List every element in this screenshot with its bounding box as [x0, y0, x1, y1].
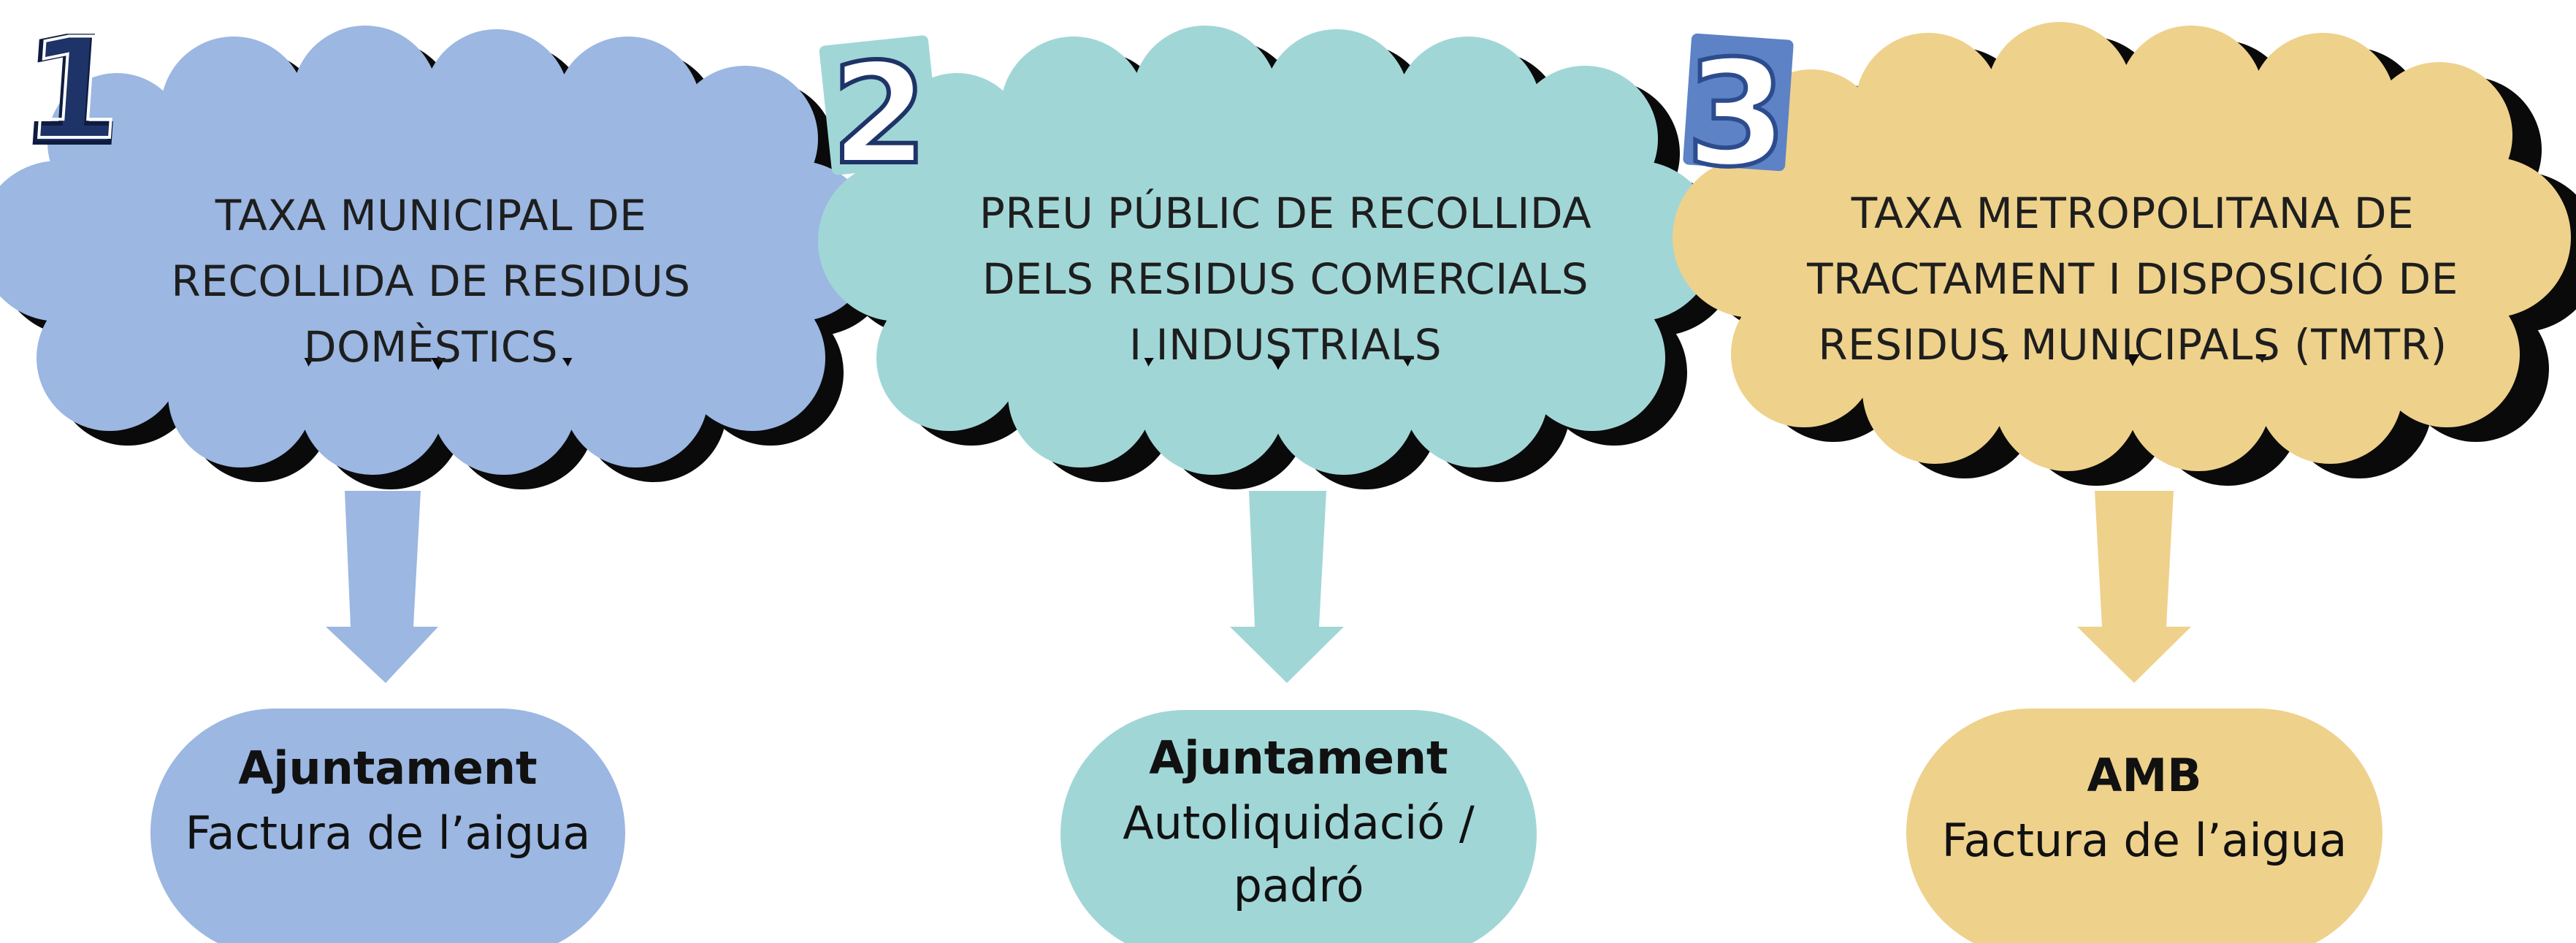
cloud-3-line: RESIDUS MUNICIPALS (TMTR) — [1818, 320, 2447, 370]
cloud-1-line: TAXA MUNICIPAL DE — [215, 191, 647, 240]
cloud-1-line: RECOLLIDA DE RESIDUS — [171, 256, 691, 306]
cloud-2-text: PREU PÚBLIC DE RECOLLIDA DELS RESIDUS CO… — [935, 180, 1636, 378]
pill-2-line: padró — [1233, 859, 1364, 912]
pill-2 — [1060, 710, 1537, 943]
cloud-3-line: TRACTAMENT I DISPOSICIÓ DE — [1807, 254, 2458, 304]
cloud-1-line: DOMÈSTICS — [303, 322, 559, 372]
cloud-2-line: I INDUSTRIALS — [1128, 320, 1442, 370]
pill-2-text: Ajuntament Autoliquidació / padró — [1060, 725, 1537, 917]
pill-1-title: Ajuntament — [238, 741, 538, 795]
cloud-1-text: TAXA MUNICIPAL DE RECOLLIDA DE RESIDUS D… — [110, 183, 752, 380]
pill-3 — [1906, 709, 2382, 943]
step-number-2-icon: 2 — [819, 31, 941, 197]
step-number-3-icon: 3 — [1683, 27, 1794, 202]
pill-2-line: Autoliquidació / — [1123, 796, 1475, 850]
step-number-1-icon: 1 1 — [13, 5, 131, 180]
cloud-3-text: TAXA METROPOLITANA DE TRACTAMENT I DISPO… — [1753, 180, 2512, 378]
pill-1 — [150, 709, 625, 943]
pill-1-line: Factura de l’aigua — [185, 806, 591, 860]
cloud-2-line: DELS RESIDUS COMERCIALS — [982, 254, 1589, 304]
pill-2-title: Ajuntament — [1149, 731, 1448, 784]
svg-text:2: 2 — [831, 34, 928, 195]
svg-text:1: 1 — [15, 7, 129, 177]
pill-1-text: Ajuntament Factura de l’aigua — [150, 735, 625, 865]
cloud-2-line: PREU PÚBLIC DE RECOLLIDA — [979, 188, 1592, 238]
pill-3-line: Factura de l’aigua — [1941, 814, 2347, 867]
svg-text:1: 1 — [20, 8, 129, 170]
cloud-3-line: TAXA METROPOLITANA DE — [1851, 188, 2415, 238]
arrow-3-icon — [2077, 491, 2191, 683]
pill-3-text: AMB Factura de l’aigua — [1906, 742, 2382, 872]
svg-text:3: 3 — [1686, 29, 1787, 199]
arrow-2-icon — [1230, 491, 1344, 683]
arrow-1-icon — [326, 491, 438, 683]
pill-3-title: AMB — [2087, 749, 2202, 802]
